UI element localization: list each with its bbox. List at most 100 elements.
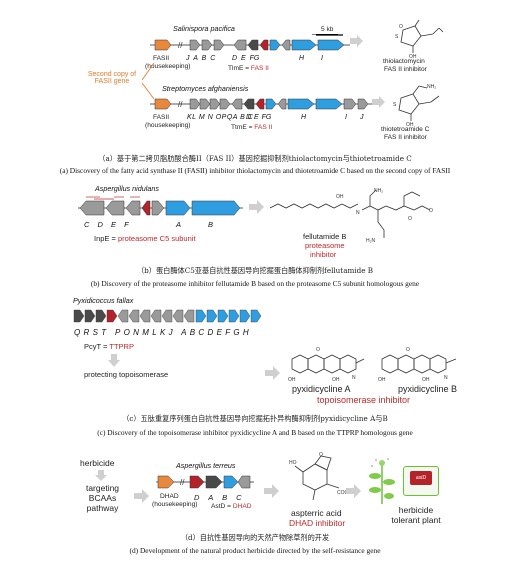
herbicide-label: herbicide xyxy=(80,458,115,468)
gene-cluster-nidulans xyxy=(78,196,243,216)
aspterric-acid-name: aspterric acid xyxy=(291,508,342,518)
inpe-label: InpE = proteasome C5 subunit xyxy=(94,234,196,243)
genes-row-d: D A B C xyxy=(194,493,242,502)
housekeeping-label-1: (housekeeping) xyxy=(145,63,191,70)
pcyt-label: PcyT = TTPRP xyxy=(84,342,134,351)
genes-row-b: C D E F xyxy=(84,220,129,229)
pyxidicycline-b-structure: OH O OH N xyxy=(378,347,457,383)
thiolactomycin-activity: FAS II inhibitor xyxy=(384,66,427,73)
svg-text:OH: OH xyxy=(336,194,344,200)
svg-text:N: N xyxy=(352,375,356,381)
genes-row-1b: D E FG xyxy=(232,55,260,62)
dhad-gene xyxy=(157,475,175,489)
note-arrows xyxy=(141,62,155,100)
fasii-label-2: FASII xyxy=(153,114,170,121)
svg-text:OH: OH xyxy=(332,377,340,383)
fellutamide-structure: OH N NH₂ H₂N O O xyxy=(270,188,433,244)
aspterric-acid-structure: O HO COOH xyxy=(289,452,352,501)
arrow-d3 xyxy=(346,484,361,498)
arrow-c xyxy=(265,366,280,380)
svg-text:O: O xyxy=(399,24,403,30)
pyxidicycline-a-name: pyxidicycline A xyxy=(292,384,351,394)
gene-i-1: I xyxy=(321,55,323,62)
gene-cluster-streptomyces: // xyxy=(150,98,372,110)
fasii-gene-2 xyxy=(154,98,172,110)
fellutamide-name: fellutamide B xyxy=(303,232,347,241)
scale-bar-label: 5 kb xyxy=(321,26,334,33)
gene-j-2: J xyxy=(360,114,364,121)
thiotetroamide-name: thiotetroamide C xyxy=(381,126,430,133)
arrow-b xyxy=(249,200,264,214)
pyxidicycline-b-name: pyxidicycline B xyxy=(398,384,458,394)
thiolactomycin-name: thiolactomycin xyxy=(383,58,425,65)
gene-cluster-terreus: // xyxy=(156,475,254,489)
thiotetroamide-activity: FAS II inhibitor xyxy=(384,134,427,141)
svg-text:N: N xyxy=(444,375,448,381)
caption-b-cn: （b）蛋白酶体C5亚基自抗性基因导向挖掘蛋白酶体抑制剂fellutamide B xyxy=(136,266,374,275)
gene-cluster-salinispora: // xyxy=(150,34,350,51)
tlme-label-1: TlmE = FAS II xyxy=(228,65,269,72)
gene-h-1: H xyxy=(299,55,305,62)
aspterric-acid-activity: DHAD inhibitor xyxy=(289,518,346,528)
svg-text:O: O xyxy=(319,452,323,458)
protect-label: protecting topoisomerase xyxy=(84,370,169,379)
genes-row-2: KL M N OPQA B C xyxy=(187,114,254,121)
fasii-label-1: FASII xyxy=(153,55,170,62)
svg-text:OH: OH xyxy=(406,122,414,126)
svg-text:HO: HO xyxy=(289,460,297,466)
svg-text://: // xyxy=(178,41,183,50)
thiotetroamide-structure: S OH NH₂ xyxy=(393,84,440,126)
arrow-d1 xyxy=(134,489,149,503)
construct-box: astD xyxy=(403,466,439,496)
organism-pyxidicoccus: Pyxidicoccus fallax xyxy=(73,296,134,305)
arrow-a2 xyxy=(372,96,385,108)
svg-text://: // xyxy=(178,100,183,109)
plant-icon xyxy=(369,458,395,504)
arrow-a1 xyxy=(350,35,363,47)
arrow-c-down xyxy=(108,354,120,367)
caption-b-en: (b) Discovery of the proteasome inhibito… xyxy=(90,279,420,288)
organism-salinispora: Salinispora pacifica xyxy=(173,24,235,33)
gene-i-2: I xyxy=(345,114,347,121)
fellutamide-activity-1: proteasome xyxy=(305,241,345,250)
pyxidicycline-activity: topoisomerase inhibitor xyxy=(317,395,411,405)
caption-d-en: (d) Development of the natural product h… xyxy=(129,546,381,555)
caption-c-en: (c) Discovery of the topoisomerase inhib… xyxy=(97,428,413,437)
caption-a-en: (a) Discovery of the fatty acid synthase… xyxy=(59,166,451,175)
svg-text:OH: OH xyxy=(409,54,417,58)
genes-row-2b: D E FG xyxy=(246,114,272,121)
organism-aspergillus-nidulans: Aspergillus nidulans xyxy=(95,184,159,193)
organism-aspergillus-terreus: Aspergillus terreus xyxy=(176,461,236,470)
caption-a-cn: （a）基于第二拷贝脂肪酸合酶II（FAS II）基因挖掘抑制剂thiolacto… xyxy=(98,154,412,163)
svg-text:S: S xyxy=(395,34,399,40)
dhad-label: DHAD xyxy=(160,493,179,500)
gene-h-2: H xyxy=(301,114,307,121)
gene-b-b: B xyxy=(208,220,214,229)
svg-text:OH: OH xyxy=(422,377,430,383)
organism-streptomyces: Streptomyces afghaniensis xyxy=(162,84,249,93)
astd-construct-label: astD xyxy=(410,471,432,485)
scale-bar xyxy=(316,34,343,36)
genes-row-1: J A B C xyxy=(186,55,216,62)
arrow-d-down xyxy=(95,470,107,481)
arrow-d2 xyxy=(264,484,279,498)
housekeeping-label-2: (housekeeping) xyxy=(145,122,191,129)
svg-text:O: O xyxy=(408,216,412,222)
svg-text:N: N xyxy=(356,210,360,216)
astd-label: AstD = DHAD xyxy=(211,503,252,510)
genes-row-c: QRST PONMLKJ ABCDEFGH xyxy=(74,328,252,337)
svg-text:NH₂: NH₂ xyxy=(427,84,436,90)
svg-text:O: O xyxy=(406,347,410,353)
svg-text:O: O xyxy=(316,347,320,353)
thiolactomycin-structure: S OH O xyxy=(395,19,444,58)
svg-text:OH: OH xyxy=(378,377,386,383)
svg-text:OH: OH xyxy=(288,377,296,383)
fellutamide-activity-2: inhibitor xyxy=(310,250,337,259)
svg-text:NH₂: NH₂ xyxy=(374,188,383,194)
caption-c-cn: （c）五肽重复序列蛋白自抗性基因导向挖掘拓扑异构酶抑制剂pyxidicyclin… xyxy=(122,414,388,423)
svg-text:H₂N: H₂N xyxy=(366,238,376,244)
svg-text:COOH: COOH xyxy=(337,490,352,496)
